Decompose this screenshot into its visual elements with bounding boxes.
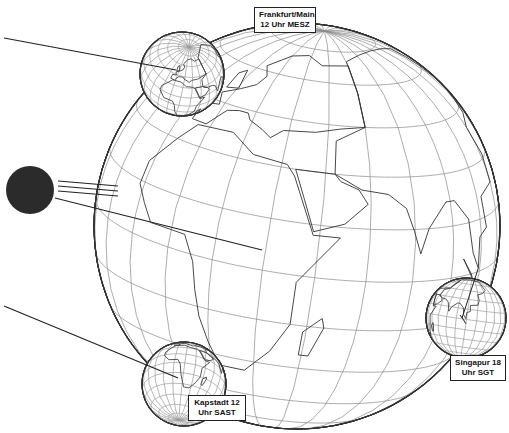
graticule — [426, 278, 506, 358]
globe-disc — [426, 278, 506, 358]
place-label-box: Singapur 18 Uhr SGT — [450, 355, 506, 381]
coastline — [140, 32, 224, 116]
place-label-box: Kapstadt 12 Uhr SAST — [188, 395, 246, 421]
sun — [6, 166, 54, 214]
sun-ray — [58, 191, 118, 196]
place-time-label: Kapstadt 12 Uhr SAST — [193, 398, 241, 418]
graticule — [95, 23, 499, 429]
place-label-box: Frankfurt/Main 12 Uhr MESZ — [254, 7, 316, 33]
frankfurt-globe — [140, 32, 224, 116]
place-time-label: Frankfurt/Main 12 Uhr MESZ — [259, 10, 311, 30]
graticule — [140, 32, 224, 116]
pointer-line — [462, 268, 478, 318]
sun-ray — [58, 186, 118, 191]
sun-ray — [4, 38, 176, 70]
sun-ray — [58, 181, 118, 186]
globe-rim — [140, 32, 224, 116]
singapore-globe — [426, 278, 506, 358]
globe-disc — [140, 32, 224, 116]
globe-rim — [426, 278, 506, 358]
coastline — [426, 278, 506, 358]
sun-ray — [55, 198, 262, 250]
sun-ray — [4, 306, 178, 378]
place-time-label: Singapur 18 Uhr SGT — [455, 358, 501, 378]
